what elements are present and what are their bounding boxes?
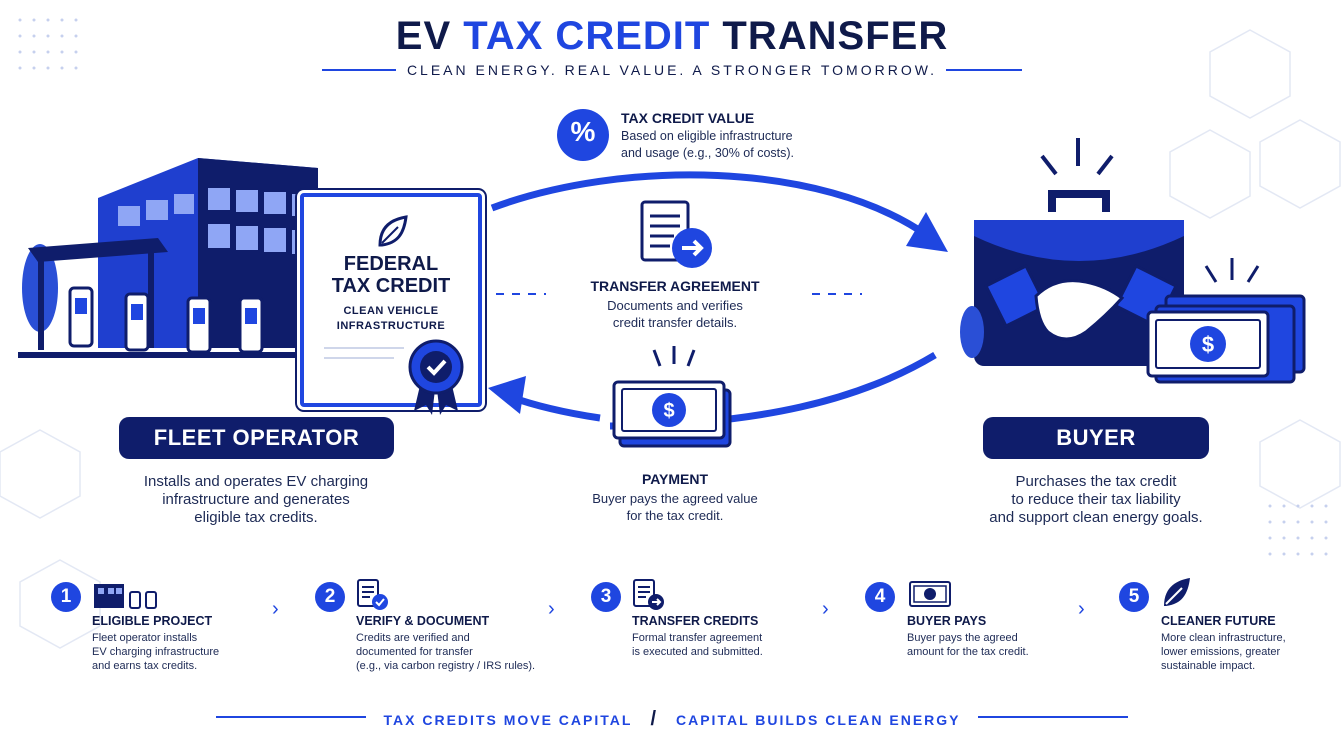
step-4-number: 4	[865, 582, 895, 612]
step-3-desc-2: is executed and submitted.	[632, 646, 763, 658]
step-4-desc-2: amount for the tax credit.	[907, 646, 1029, 658]
step-1-desc-3: and earns tax credits.	[92, 660, 198, 672]
percent-icon	[557, 109, 609, 161]
step-3-desc-1: Formal transfer agreement	[632, 632, 763, 644]
payment-title: PAYMENT	[641, 471, 709, 487]
step-2-desc-3: (e.g., via carbon registry / IRS rules).	[356, 660, 536, 672]
certificate-line-3: CLEAN VEHICLE	[343, 305, 439, 317]
step-5-number: 5	[1119, 582, 1149, 612]
svg-text:$: $	[663, 400, 674, 422]
cash-stack-icon: $	[612, 346, 732, 448]
percent-symbol: %	[570, 116, 596, 147]
footer-tagline: TAX CREDITS MOVE CAPITAL / CAPITAL BUILDS …	[0, 708, 1344, 731]
chevron-right-icon: ›	[1078, 598, 1085, 620]
certificate-line-1: FEDERAL	[343, 253, 439, 275]
transfer-agreement-title: TRANSFER AGREEMENT	[590, 278, 760, 294]
fleet-desc-2: infrastructure and generates	[162, 491, 350, 508]
svg-text:$: $	[1202, 332, 1214, 357]
step-2-desc-2: documented for transfer	[356, 646, 473, 658]
page-title: EV TAX CREDIT TRANSFER	[0, 14, 1344, 59]
step-4-title: BUYER PAYS	[907, 614, 987, 628]
step-3-number: 3	[591, 582, 621, 612]
fleet-desc-3: eligible tax credits.	[194, 509, 318, 526]
title-part-1: EV	[395, 14, 464, 58]
step-4-desc-1: Buyer pays the agreed	[907, 632, 1018, 644]
subtitle: CLEAN ENERGY. REAL VALUE. A STRONGER TOM…	[406, 62, 938, 78]
footer-left: TAX CREDITS MOVE CAPITAL	[383, 712, 633, 728]
step-2-desc-1: Credits are verified and	[356, 632, 470, 644]
subtitle-rule-left	[322, 69, 396, 71]
buyer-desc-2: to reduce their tax liability	[1011, 491, 1181, 508]
arrow-head-left	[488, 376, 526, 414]
fleet-desc-1: Installs and operates EV charging	[143, 473, 369, 490]
step-1-number: 1	[51, 582, 81, 612]
chevron-right-icon: ›	[548, 598, 555, 620]
step-1-desc-1: Fleet operator installs	[92, 632, 198, 644]
certificate-line-4: INFRASTRUCTURE	[336, 320, 446, 332]
leaf-icon	[378, 215, 408, 247]
chevron-right-icon: ›	[272, 598, 279, 620]
ev-charging-station-icon	[18, 158, 338, 358]
transfer-credits-icon	[633, 579, 664, 610]
arrow-credit-to-buyer	[490, 171, 931, 239]
payment-desc-1: Buyer pays the agreed value	[592, 491, 758, 506]
tax-credit-value-desc-2: and usage (e.g., 30% of costs).	[621, 146, 795, 160]
step-1-title: ELIGIBLE PROJECT	[92, 614, 213, 628]
buyer-desc-1: Purchases the tax credit	[1015, 473, 1177, 490]
buyer-desc-3: and support clean energy goals.	[989, 509, 1203, 526]
building-charger-icon	[94, 584, 157, 609]
step-3-title: TRANSFER CREDITS	[632, 614, 759, 628]
certificate-line-2: TAX CREDIT	[331, 275, 451, 297]
title-part-3: TRANSFER	[710, 14, 949, 58]
payment-desc-2: for the tax credit.	[626, 508, 724, 523]
tax-credit-value-title: TAX CREDIT VALUE	[621, 110, 755, 126]
step-2-number: 2	[315, 582, 345, 612]
footer-rule-right	[978, 716, 1128, 718]
footer-right: CAPITAL BUILDS CLEAN ENERGY	[676, 712, 961, 728]
arrow-head-right	[906, 212, 948, 252]
fleet-operator-label: FLEET OPERATOR	[119, 417, 394, 459]
leaf-icon	[1164, 578, 1190, 606]
buyer-label: BUYER	[983, 417, 1209, 459]
step-5-desc-2: lower emissions, greater	[1161, 646, 1281, 658]
cash-icon	[909, 581, 951, 607]
seal-badge-icon	[408, 339, 464, 415]
step-2-title: VERIFY & DOCUMENT	[356, 614, 490, 628]
briefcase-handshake-icon: $	[960, 138, 1306, 384]
transfer-agreement-desc-2: credit transfer details.	[612, 315, 738, 330]
step-1-desc-2: EV charging infrastructure	[92, 646, 220, 658]
certificate-line-decor	[324, 347, 404, 349]
tax-credit-value-desc-1: Based on eligible infrastructure	[621, 129, 793, 143]
footer-separator: /	[650, 708, 658, 730]
transfer-document-icon	[640, 200, 712, 268]
title-part-2: TAX CREDIT	[463, 14, 711, 58]
certificate-line-decor	[324, 357, 394, 359]
federal-tax-credit-certificate: FEDERAL TAX CREDIT CLEAN VEHICLE INFRAST…	[300, 193, 482, 415]
step-5-desc-1: More clean infrastructure,	[1161, 632, 1286, 644]
chevron-right-icon: ›	[822, 598, 829, 620]
step-5-desc-3: sustainable impact.	[1161, 660, 1256, 672]
subtitle-rule-right	[946, 69, 1022, 71]
footer-rule-left	[216, 716, 366, 718]
verify-document-icon	[357, 579, 388, 610]
step-5-title: CLEANER FUTURE	[1161, 614, 1276, 628]
transfer-agreement-desc-1: Documents and verifies	[607, 298, 743, 313]
